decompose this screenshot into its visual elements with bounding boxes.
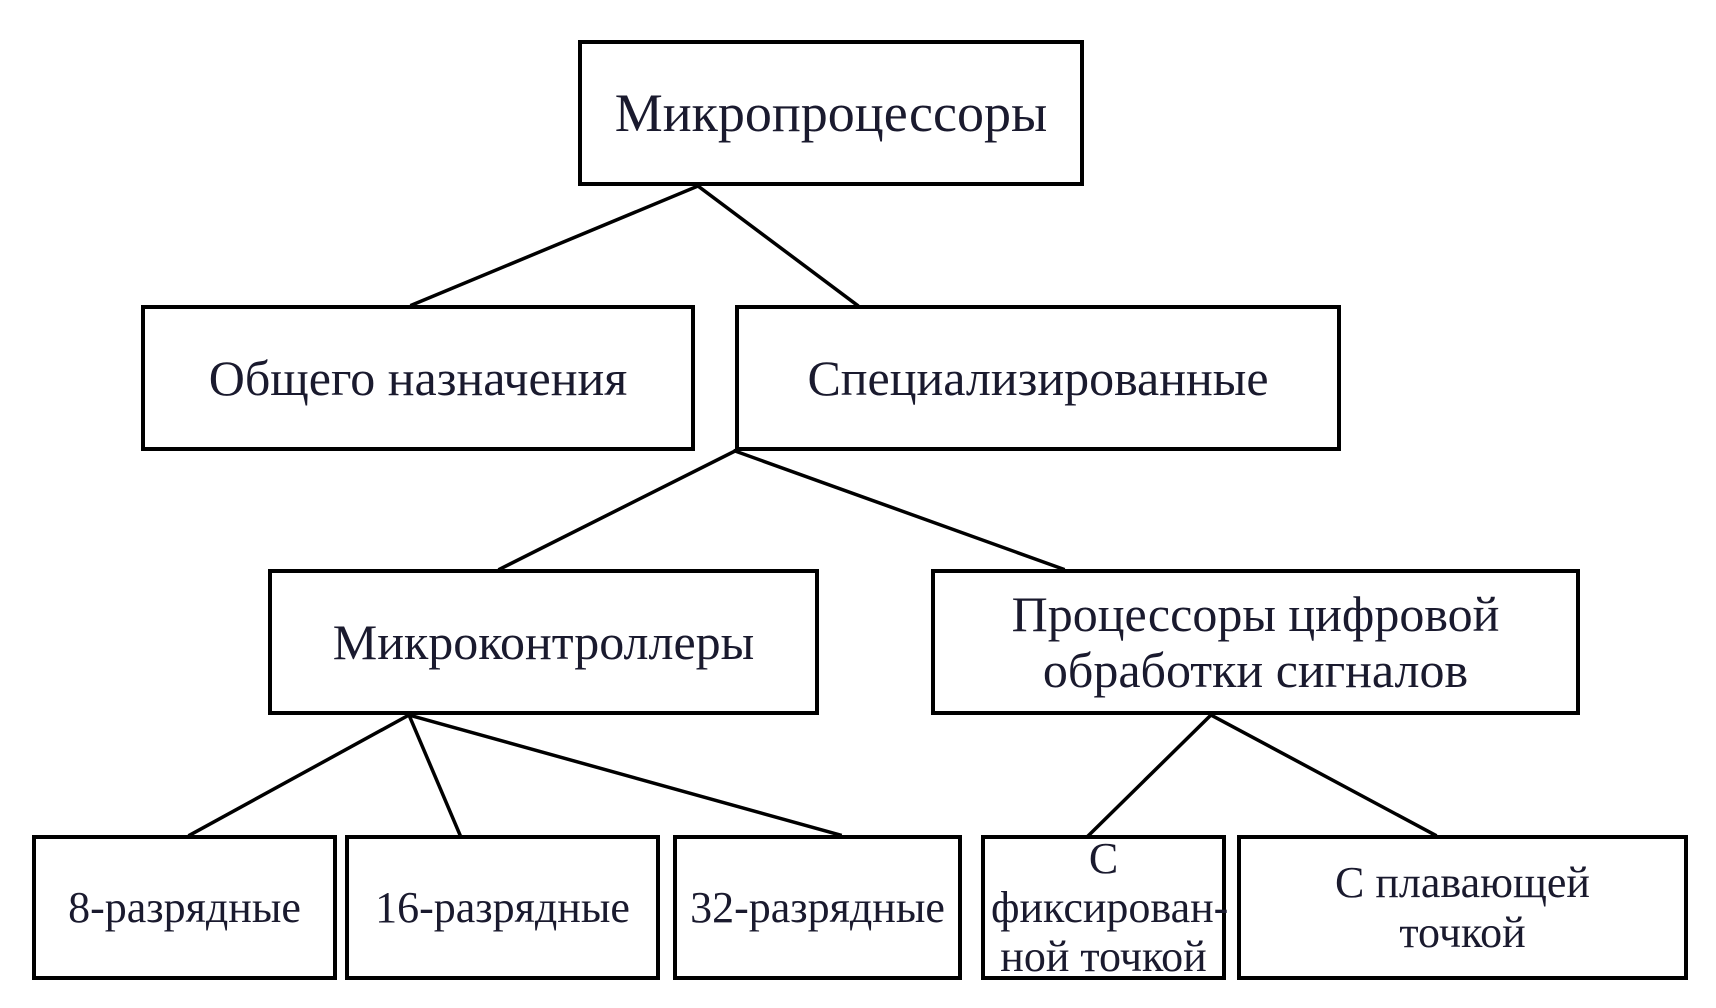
node-floating-point[interactable]: С плавающей точкой xyxy=(1237,835,1688,980)
node-dsp-label: Процессоры цифровой обработки сигналов xyxy=(1011,586,1500,698)
node-8-bit-label: 8-разрядные xyxy=(68,882,301,932)
edge-dsp-to-float xyxy=(1208,712,1438,838)
node-16-bit[interactable]: 16-разрядные xyxy=(345,835,660,980)
node-root-label: Микропроцессоры xyxy=(614,82,1048,143)
edge-root-to-special xyxy=(695,183,860,308)
node-floating-point-label: С плавающей точкой xyxy=(1335,858,1590,957)
edge-mcu-to-bit16 xyxy=(406,712,463,838)
node-microcontrollers[interactable]: Микроконтроллеры xyxy=(268,569,819,715)
node-general-purpose[interactable]: Общего назначения xyxy=(141,305,695,451)
node-32-bit[interactable]: 32-разрядные xyxy=(673,835,962,980)
edge-special-to-dsp xyxy=(732,448,1066,572)
edge-root-to-general xyxy=(409,183,701,308)
node-root[interactable]: Микропроцессоры xyxy=(578,40,1084,186)
edge-special-to-mcu xyxy=(497,448,738,572)
node-specialized[interactable]: Специализированные xyxy=(735,305,1341,451)
node-dsp[interactable]: Процессоры цифровой обработки сигналов xyxy=(931,569,1580,715)
node-fixed-point[interactable]: С фиксирован- ной точкой xyxy=(981,833,1229,982)
edge-mcu-to-bit8 xyxy=(187,712,412,838)
edge-dsp-to-fixed xyxy=(1086,712,1214,838)
edge-mcu-to-bit32 xyxy=(406,712,843,838)
node-32-bit-label: 32-разрядные xyxy=(690,882,945,932)
node-general-purpose-label: Общего назначения xyxy=(208,350,628,406)
node-specialized-label: Специализированные xyxy=(807,350,1269,406)
node-16-bit-label: 16-разрядные xyxy=(375,882,630,932)
node-fixed-point-label: С фиксирован- ной точкой xyxy=(991,833,1229,982)
node-8-bit[interactable]: 8-разрядные xyxy=(32,835,337,980)
node-microcontrollers-label: Микроконтроллеры xyxy=(332,614,755,670)
